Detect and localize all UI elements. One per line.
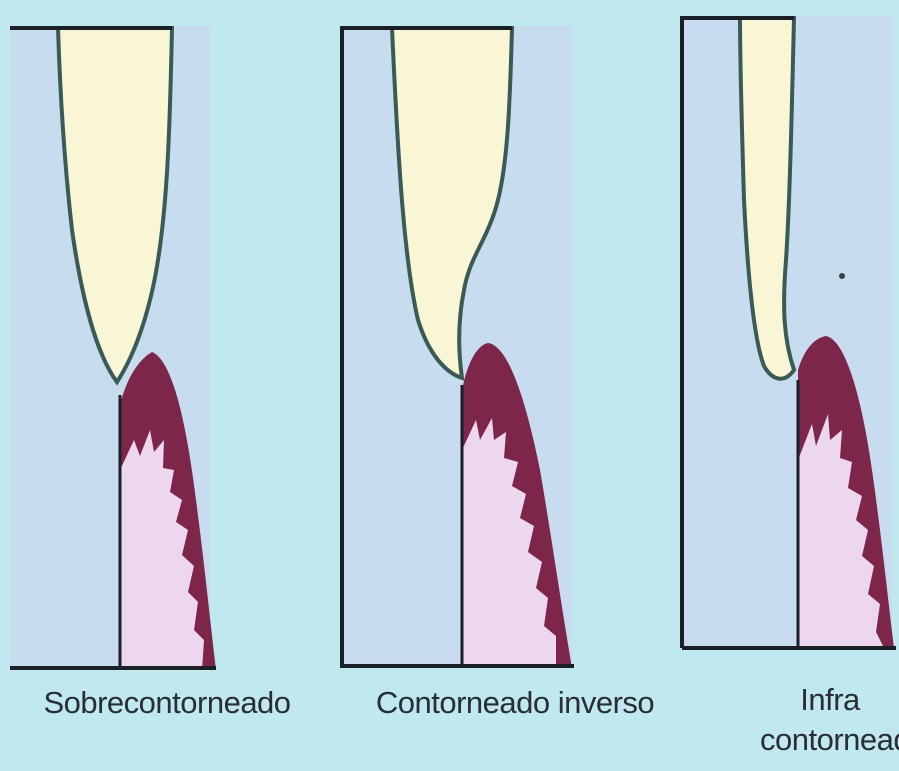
caption-line: Sobrecontorneado <box>43 685 290 720</box>
caption-line: contorneado <box>760 720 899 760</box>
panel-contorneado-inverso <box>340 26 574 668</box>
caption-sobrecontorneado: Sobrecontorneado <box>22 683 312 723</box>
caption-line: Infra <box>760 680 899 720</box>
caption-contorneado-inverso: Contorneado inverso <box>352 683 678 723</box>
panel-3-speck <box>839 273 845 279</box>
panel-sobrecontorneado <box>10 26 216 670</box>
caption-infra-contorneado: Infra contorneado <box>760 680 899 760</box>
caption-line: Contorneado inverso <box>376 685 654 720</box>
panel-infra-contorneado <box>680 16 896 648</box>
